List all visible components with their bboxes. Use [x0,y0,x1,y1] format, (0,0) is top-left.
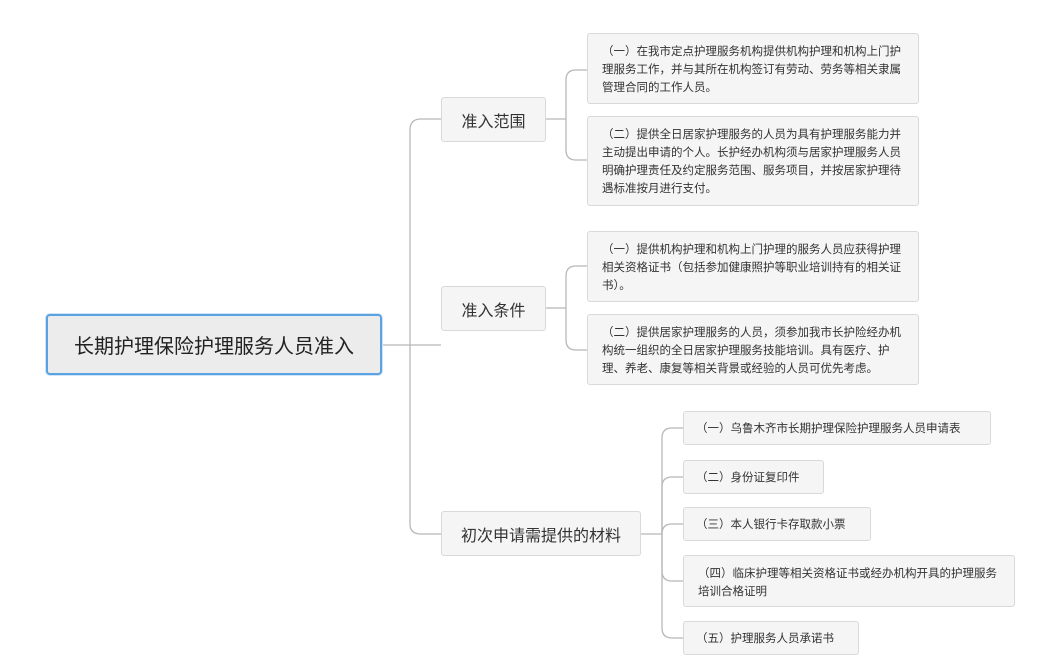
leaf-materials-1[interactable]: （一）乌鲁木齐市长期护理保险护理服务人员申请表 [683,411,991,445]
leaf-text: （一）在我市定点护理服务机构提供机构护理和机构上门护理服务工作，并与其所在机构签… [602,44,901,94]
leaf-scope-2[interactable]: （二）提供全日居家护理服务的人员为具有护理服务能力并主动提出申请的个人。长护经办… [587,116,919,206]
connector-branch-3-leaf-5 [661,534,683,639]
leaf-materials-4[interactable]: （四）临床护理等相关资格证书或经办机构开具的护理服务培训合格证明 [683,555,1015,607]
leaf-text: （一）提供机构护理和机构上门护理的服务人员应获得护理相关资格证书（包括参加健康照… [602,242,901,292]
leaf-text: （二）身份证复印件 [696,470,800,484]
leaf-text: （一）乌鲁木齐市长期护理保险护理服务人员申请表 [696,421,961,435]
leaf-text: （四）临床护理等相关资格证书或经办机构开具的护理服务培训合格证明 [698,566,997,598]
leaf-text: （五）护理服务人员承诺书 [696,631,834,645]
leaf-materials-2[interactable]: （二）身份证复印件 [683,460,824,494]
branch-label: 初次申请需提供的材料 [460,525,621,545]
branch-label: 准入范围 [461,111,526,131]
branch-initial-materials[interactable]: 初次申请需提供的材料 [441,511,641,556]
leaf-scope-1[interactable]: （一）在我市定点护理服务机构提供机构护理和机构上门护理服务工作，并与其所在机构签… [587,33,919,104]
leaf-conditions-2[interactable]: （二）提供居家护理服务的人员，须参加我市长护险经办机构统一组织的全日居家护理服务… [587,314,919,385]
connector-branch-3-leaf-3 [661,523,683,535]
leaf-text: （二）提供居家护理服务的人员，须参加我市长护险经办机构统一组织的全日居家护理服务… [602,325,901,375]
branch-admission-scope[interactable]: 准入范围 [441,97,546,142]
root-topic[interactable]: 长期护理保险护理服务人员准入 [46,314,382,375]
connector-root-branch-3 [409,345,441,535]
connector-branch-1-leaf-2 [565,119,587,161]
branch-admission-conditions[interactable]: 准入条件 [441,286,546,331]
connector-branch-3-leaf-2 [661,476,683,534]
leaf-text: （二）提供全日居家护理服务的人员为具有护理服务能力并主动提出申请的个人。长护经办… [602,127,901,195]
leaf-materials-5[interactable]: （五）护理服务人员承诺书 [683,621,859,655]
connector-branch-3-leaf-4 [661,534,683,582]
branch-label: 准入条件 [461,300,526,320]
root-topic-label: 长期护理保险护理服务人员准入 [74,334,354,358]
connector-branch-2-leaf-2 [565,308,587,351]
connector-root-branch-1 [409,118,441,345]
leaf-text: （三）本人银行卡存取款小票 [696,517,846,531]
connector-branch-2-leaf-1 [565,265,587,308]
connector-branch-1-leaf-1 [565,69,587,119]
connector-branch-3-leaf-1 [661,427,683,534]
leaf-materials-3[interactable]: （三）本人银行卡存取款小票 [683,507,871,541]
leaf-conditions-1[interactable]: （一）提供机构护理和机构上门护理的服务人员应获得护理相关资格证书（包括参加健康照… [587,231,919,302]
